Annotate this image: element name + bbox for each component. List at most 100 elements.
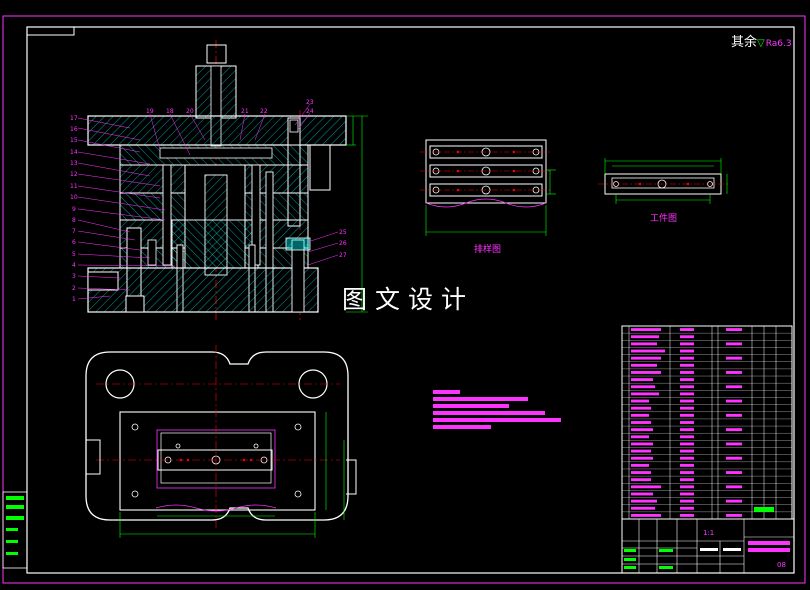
parts-list-material-cell xyxy=(726,428,742,432)
parts-list-qty-cell xyxy=(680,478,694,482)
part-drawing-label: 工件图 xyxy=(650,214,678,224)
parts-list-name-cell xyxy=(631,485,661,489)
callout-22: 22 xyxy=(260,108,268,115)
parts-list-name-cell xyxy=(631,442,653,446)
callout-24: 24 xyxy=(306,108,314,115)
parts-list-name-cell xyxy=(631,385,655,389)
assembly-section-view xyxy=(77,40,368,322)
parts-list-qty-cell xyxy=(680,513,694,517)
parts-list-table xyxy=(621,325,793,520)
parts-list-name-cell xyxy=(631,371,661,374)
callout-18: 18 xyxy=(166,108,174,115)
side-strip xyxy=(2,491,28,569)
parts-list-qty-cell xyxy=(680,349,694,353)
parts-list-qty-cell xyxy=(680,463,694,467)
parts-list-name-cell xyxy=(631,506,655,510)
callouts-top: 19 18 20 21 22 23 24 xyxy=(146,99,314,115)
parts-list-qty-cell xyxy=(680,485,694,489)
callout-1: 1 xyxy=(72,296,76,303)
surface-roughness-note: 其余▽Ra6.3 xyxy=(731,31,792,50)
parts-list-name-cell xyxy=(631,499,657,503)
sheet-border xyxy=(2,15,806,584)
parts-list-material-cell xyxy=(726,442,742,446)
parts-list-qty-cell xyxy=(680,413,694,417)
parts-list-name-cell xyxy=(631,363,657,367)
parts-list-name-cell xyxy=(631,513,661,517)
parts-list-qty-cell xyxy=(680,499,694,503)
parts-list-material-cell xyxy=(726,485,742,489)
parts-list-material-cell xyxy=(726,499,742,503)
parts-list-qty-cell xyxy=(680,506,694,510)
parts-list-qty-cell xyxy=(680,406,694,410)
parts-list-name-cell xyxy=(631,463,649,467)
parts-list-name-cell xyxy=(631,356,661,360)
title-block xyxy=(621,518,795,574)
callout-8: 8 xyxy=(72,217,76,224)
strip-layout-label: 排样图 xyxy=(474,245,502,255)
parts-list-material-cell xyxy=(726,471,742,474)
parts-list-qty-cell xyxy=(680,492,694,496)
parts-list-name-cell xyxy=(631,471,651,474)
callout-14: 14 xyxy=(70,149,78,156)
parts-list-name-cell xyxy=(631,406,651,410)
callouts-right: 25 26 27 xyxy=(339,229,347,259)
parts-list-qty-cell xyxy=(680,335,694,339)
callout-19: 19 xyxy=(146,108,154,115)
parts-list-qty-cell xyxy=(680,328,694,332)
parts-list-name-cell xyxy=(631,328,661,332)
callout-21: 21 xyxy=(241,108,249,115)
parts-list-material-cell xyxy=(726,513,742,517)
callout-26: 26 xyxy=(339,240,347,247)
parts-list-name-cell xyxy=(631,449,651,453)
parts-list-material-cell xyxy=(726,413,742,417)
parts-list-qty-cell xyxy=(680,371,694,374)
sheet-number: 08 xyxy=(777,561,786,569)
parts-list-material-cell xyxy=(726,385,742,389)
callout-11: 11 xyxy=(70,183,78,190)
parts-list-rows xyxy=(622,328,792,517)
parts-list-qty-cell xyxy=(680,385,694,389)
parts-list-material-cell xyxy=(726,342,742,346)
technical-notes xyxy=(433,390,561,429)
callout-13: 13 xyxy=(70,160,78,167)
callout-25: 25 xyxy=(339,229,347,236)
parts-list-qty-cell xyxy=(680,378,694,382)
callout-15: 15 xyxy=(70,137,78,144)
parts-list-name-cell xyxy=(631,428,653,432)
roughness-prefix: 其余 xyxy=(731,35,758,50)
callouts-left: 17 16 15 14 13 12 11 10 9 8 7 6 5 4 3 2 … xyxy=(70,115,78,303)
parts-list-qty-cell xyxy=(680,435,694,439)
parts-list-material-cell xyxy=(726,371,742,374)
parts-list-qty-cell xyxy=(680,342,694,346)
watermark-text: 图文设计 xyxy=(342,285,475,314)
callout-16: 16 xyxy=(70,126,78,133)
parts-list-material-cell xyxy=(726,356,742,360)
parts-list-material-cell xyxy=(726,456,742,460)
parts-list-name-cell xyxy=(631,392,659,396)
parts-list-qty-cell xyxy=(680,399,694,403)
parts-list-name-cell xyxy=(631,456,653,460)
callout-5: 5 xyxy=(72,251,76,258)
parts-list-name-cell xyxy=(631,342,657,346)
roughness-value: Ra6.3 xyxy=(765,39,792,49)
parts-list-name-cell xyxy=(631,478,651,482)
callout-12: 12 xyxy=(70,171,78,178)
scale-text: 1:1 xyxy=(703,529,715,537)
strip-layout-view xyxy=(420,139,556,236)
callout-23: 23 xyxy=(306,99,314,106)
callout-9: 9 xyxy=(72,206,76,213)
parts-list-material-cell xyxy=(726,399,742,403)
parts-list-name-cell xyxy=(631,399,649,403)
parts-list-qty-cell xyxy=(680,456,694,460)
callout-17: 17 xyxy=(70,115,78,122)
callout-6: 6 xyxy=(72,239,76,246)
parts-list-material-cell xyxy=(726,328,742,332)
parts-list-qty-cell xyxy=(680,421,694,424)
callout-2: 2 xyxy=(72,285,76,292)
part-view xyxy=(598,158,728,204)
callout-10: 10 xyxy=(70,194,78,201)
parts-list-name-cell xyxy=(631,378,653,382)
callout-7: 7 xyxy=(72,228,76,235)
parts-list-qty-cell xyxy=(680,392,694,396)
